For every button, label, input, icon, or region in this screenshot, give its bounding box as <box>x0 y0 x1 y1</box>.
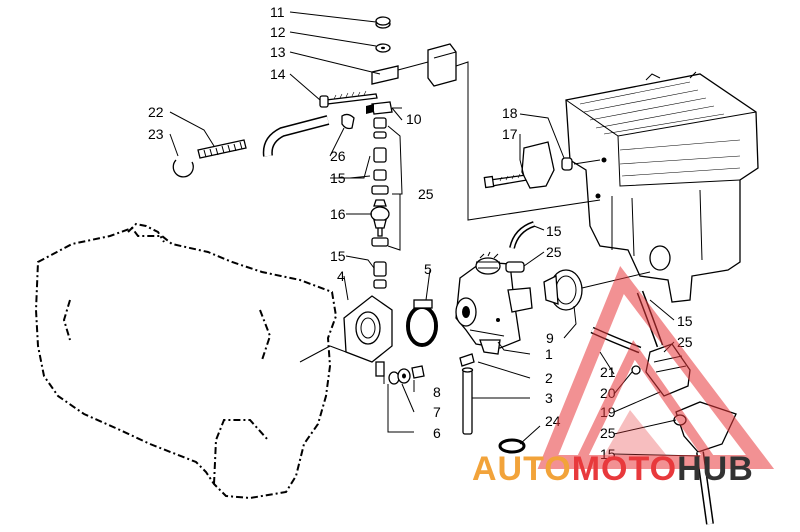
callout-12: 12 <box>270 24 286 40</box>
callout-3: 3 <box>545 390 553 406</box>
callout-1: 1 <box>545 346 553 362</box>
intake-flange-4 <box>299 295 393 377</box>
callout-25-c: 25 <box>677 334 693 350</box>
engine-outline <box>34 222 338 500</box>
bracket-13 <box>371 61 429 85</box>
callout-4: 4 <box>337 268 345 284</box>
callout-2: 2 <box>545 370 553 386</box>
fuel-shutoff-10 <box>366 101 402 115</box>
callout-7: 7 <box>433 404 441 420</box>
clip-26 <box>341 113 355 130</box>
callout-9: 9 <box>546 330 554 346</box>
callout-15-d: 15 <box>677 313 693 329</box>
clamp-5 <box>406 299 438 347</box>
callout-19: 19 <box>600 404 616 420</box>
callout-11: 11 <box>270 4 285 20</box>
callout-22: 22 <box>148 104 164 120</box>
callout-23: 23 <box>148 126 164 142</box>
bolt-14 <box>319 90 378 108</box>
boot-9 <box>543 269 651 311</box>
callout-25-a: 25 <box>418 186 434 202</box>
airbox <box>565 71 759 303</box>
callout-17: 17 <box>502 126 518 142</box>
carburetor-1 <box>455 251 533 355</box>
washers-6-7-8 <box>388 365 425 385</box>
callout-24: 24 <box>545 413 561 429</box>
clamp-24 <box>498 438 526 454</box>
bracket-18 <box>521 141 601 189</box>
callout-25-b: 25 <box>546 244 562 260</box>
vent-hose <box>505 221 536 273</box>
callout-13: 13 <box>270 44 286 60</box>
nut-11 <box>375 16 391 29</box>
screw-2 <box>459 353 475 367</box>
callout-6: 6 <box>433 425 441 441</box>
callout-26: 26 <box>330 148 346 164</box>
rod-3 <box>461 367 474 435</box>
callout-16: 16 <box>330 206 346 222</box>
callout-15-b: 15 <box>330 248 346 264</box>
callout-18: 18 <box>502 105 518 121</box>
callout-25-d: 25 <box>600 425 616 441</box>
callout-14: 14 <box>270 66 286 82</box>
callout-15-a: 15 <box>330 170 346 186</box>
callout-5: 5 <box>424 261 432 277</box>
fuel-line-column <box>370 117 390 289</box>
callout-15-c: 15 <box>546 223 562 239</box>
callout-8: 8 <box>433 384 441 400</box>
hose-top <box>262 115 330 157</box>
callout-10: 10 <box>406 111 422 127</box>
spring-22 <box>197 139 247 159</box>
clamp-23 <box>172 159 194 178</box>
callout-21: 21 <box>600 364 616 380</box>
washer-12 <box>375 43 391 53</box>
cable-box <box>427 43 601 221</box>
callout-15-e: 15 <box>600 446 616 462</box>
callout-20: 20 <box>600 385 616 401</box>
